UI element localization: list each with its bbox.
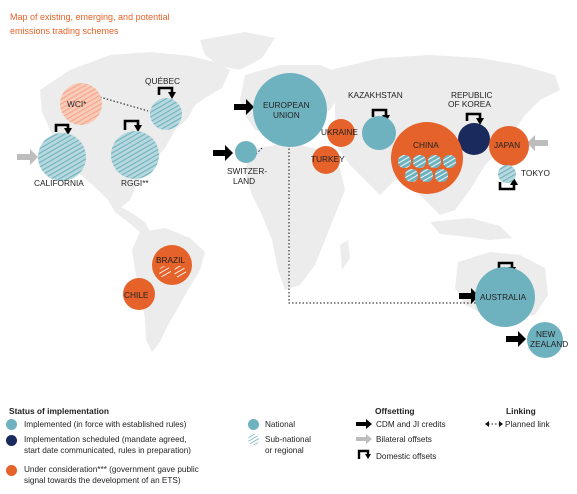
domestic-arrows [54, 86, 516, 270]
label-japan: JAPAN [494, 140, 520, 150]
arrow-domestic-korea [465, 112, 482, 121]
label-switzerland-1: SWITZER- [227, 166, 267, 176]
consideration-swatch [6, 465, 17, 476]
legend: Status of implementation Implemented (in… [0, 398, 577, 494]
consideration-label-2: signal towards the development of an ETS… [24, 476, 181, 485]
circle-quebec [150, 98, 182, 130]
arrow-cdm-nz [506, 331, 526, 347]
implemented-label: Implemented (in force with established r… [24, 420, 187, 429]
domestic-label: Domestic offsets [376, 452, 437, 461]
arrow-domestic-tokyo [498, 182, 516, 191]
greenland [200, 32, 275, 70]
scheduled-label-1: Implementation scheduled (mandate agreed… [24, 435, 187, 444]
offsetting-heading: Offsetting [375, 406, 415, 416]
label-tokyo: TOKYO [521, 168, 550, 178]
subnational-swatch [248, 434, 259, 445]
circle-wci [60, 83, 102, 125]
label-korea-2: OF KOREA [448, 99, 491, 109]
circle-nz [527, 322, 563, 358]
label-eu-2: UNION [273, 110, 300, 120]
circle-turkey [312, 146, 340, 174]
cdm-label: CDM and JI credits [376, 420, 446, 429]
label-chile: CHILE [124, 290, 149, 300]
implemented-swatch [6, 419, 17, 430]
circle-eu [253, 73, 327, 147]
arrow-bilateral-japan [527, 135, 548, 151]
scheduled-label-2: start date communicated, rules in prepar… [24, 446, 192, 455]
subnational-label-2: or regional [265, 446, 304, 455]
china-pilot-patches [398, 155, 456, 182]
arrow-domestic-kazakhstan [371, 108, 388, 117]
central-america [108, 200, 150, 232]
label-rggi: RGGI** [121, 178, 149, 188]
label-quebec: QUÉBEC [145, 76, 180, 86]
label-wci: WCI* [67, 99, 87, 109]
bilateral-arrow-icon [356, 434, 372, 444]
label-ukraine: UKRAINE [321, 127, 358, 137]
status-heading: Status of implementation [9, 406, 110, 416]
circle-japan [489, 126, 529, 166]
cdm-arrow-icon [356, 419, 372, 429]
national-label: National [265, 420, 296, 429]
bilateral-label: Bilateral offsets [376, 435, 432, 444]
circle-ukraine [327, 119, 355, 147]
national-swatch [248, 419, 259, 430]
region-labels: WCI* QUÉBEC CALIFORNIA RGGI** EUROPEAN U… [34, 76, 568, 349]
circle-kazakhstan [362, 116, 396, 150]
arrow-domestic-rggi [123, 119, 140, 130]
linking-heading: Linking [506, 406, 536, 416]
circle-brazil [152, 245, 192, 285]
label-eu-1: EUROPEAN [263, 100, 310, 110]
circle-chile [123, 278, 155, 310]
label-china: CHINA [413, 140, 439, 150]
arrow-domestic-australia [497, 261, 514, 270]
circle-switzerland [235, 141, 257, 163]
arrow-cdm-switzerland [213, 145, 233, 161]
circle-rggi [111, 131, 159, 179]
map-title: Map of existing, emerging, and potential… [10, 12, 170, 36]
arrow-bilateral-california [17, 149, 38, 165]
cdm-arrows [213, 99, 526, 347]
label-california: CALIFORNIA [34, 178, 84, 188]
scheduled-swatch [6, 435, 17, 446]
label-nz-2: ZEALAND [530, 339, 568, 349]
circle-australia [475, 267, 535, 327]
indonesia [430, 218, 512, 240]
arrow-domestic-california [54, 123, 70, 132]
subnational-label-1: Sub-national [265, 435, 311, 444]
circle-tokyo [498, 165, 516, 183]
africa [245, 142, 345, 290]
brazil-pilot-patches [159, 266, 186, 278]
domestic-arrow-icon [357, 449, 371, 459]
circle-california [38, 133, 86, 181]
arrow-cdm-eu [234, 99, 254, 115]
label-korea-1: REPUBLIC [451, 90, 493, 100]
label-brazil: BRAZIL [156, 255, 185, 265]
label-turkey: TURKEY [311, 154, 345, 164]
label-australia: AUSTRALIA [480, 292, 527, 302]
link-wci-quebec [99, 96, 149, 112]
world-map: WCI* QUÉBEC CALIFORNIA RGGI** EUROPEAN U… [17, 32, 568, 358]
link-eu-australia [288, 145, 480, 304]
planned-link-label: Planned link [505, 420, 550, 429]
arrow-cdm-australia [459, 288, 479, 304]
circle-korea [458, 123, 490, 155]
arrow-domestic-quebec [157, 86, 174, 95]
planned-link-icon [485, 421, 503, 427]
consideration-label-1: Under consideration*** (government gave … [24, 465, 199, 474]
bilateral-arrows [17, 135, 548, 165]
label-nz-1: NEW [536, 329, 556, 339]
planned-links [99, 96, 480, 304]
madagascar [340, 240, 350, 270]
label-kazakhstan: KAZAKHSTAN [348, 90, 403, 100]
label-switzerland-2: LAND [233, 176, 255, 186]
